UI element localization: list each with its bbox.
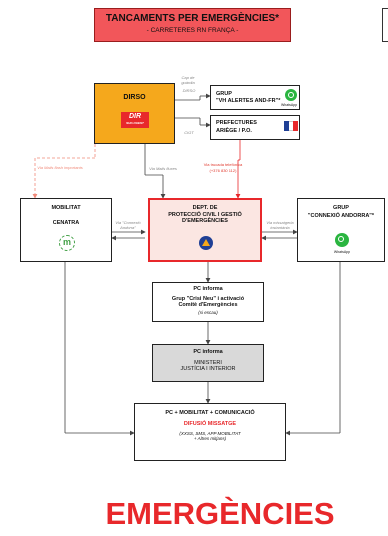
label-via-trucada-num: (+376 830 112) [209,168,237,173]
dept-line2: PROTECCIÓ CIVIL I GESTIÓ [168,211,242,218]
pc1-line1: Grup "Crisi Neu" i activació [171,295,245,302]
label-via-connexio: Via "Connexió Andorra" [115,220,141,230]
dirso-logo-sub: SUD-OUEST [126,121,144,125]
pc1-title: PC informa [193,286,223,292]
pc-informa-node: PC informa Grup "Crisi Neu" i activació … [152,282,264,322]
mobilitat-logo-icon: m [59,235,75,251]
dept-line1: DEPT. DE [192,205,218,211]
dept-line3: D'EMERGÈNCIES [182,218,228,224]
label-cap-guardia: Cap de guàrdia [181,75,195,85]
prefectures-node: PREFECTURES ARIÈGE / P.O. [210,115,300,140]
grup-andorra-node: GRUP "CONNEXIÓ ANDORRA"* WhatsApp [297,198,385,262]
pc1-note: (si escau) [198,309,218,315]
label-via-missatgeria: Via missatgeria instantània [266,220,294,230]
footer-title: EMERGÈNCIES [105,496,335,531]
pc3-highlight: DIFUSIÓ MISSATGE [183,420,237,427]
whatsapp-icon [335,233,349,247]
grup-andorra-line2: "CONNEXIÓ ANDORRA"* [307,212,375,219]
label-via-mails: Via Mails fluxes [149,166,177,171]
prefectures-line1: PREFECTURES [216,120,257,126]
pc2-line1: MINISTERI [194,359,222,366]
mobilitat-line2: CENATRA [52,219,80,226]
french-flag-icon [284,121,299,131]
label-cigt: CIGT [184,130,194,135]
pc2-line2: JUSTÍCIA I INTERIOR [180,366,236,372]
whatsapp-icon [285,89,297,101]
pc3-line2: + Altres mitjans) [193,436,227,441]
grup-vh-line1: GRUP [216,91,232,97]
pc2-title: PC informa [193,349,223,355]
label-via-trucada: Via trucada telefònica [203,162,243,167]
header-title: TANCAMENTS PER EMERGÈNCIES* [105,13,280,24]
dirso-logo: DIR SUD-OUEST [121,112,149,128]
pc-informa-ministeri-node: PC informa MINISTERI JUSTÍCIA I INTERIOR [152,344,264,382]
civil-protection-icon [199,236,213,250]
dirso-title: DIRSO [123,94,146,101]
header-subtitle: - CARRETERES RN FRANÇA - [146,27,239,34]
pc1-line2: Comitè d'Emergències [178,302,238,308]
pc3-line1: (XXSS, SMS, APP MOBILITAT [179,431,241,436]
label-via-mails-flash: Via Mails flash importants [37,165,83,170]
dept-node: DEPT. DE PROTECCIÓ CIVIL I GESTIÓ D'EMER… [148,198,262,262]
label-dirso: DIRSO [182,88,196,93]
grup-vh-node: GRUP "VH ALERTES AND-FR"* WhatsApp [210,85,300,110]
dirso-logo-text: DIR [128,113,142,120]
grup-andorra-app: WhatsApp [333,250,351,254]
corner-frame [382,8,388,42]
pc3-title: PC + MOBILITAT + COMUNICACIÓ [165,410,255,416]
dirso-node: DIRSO DIR SUD-OUEST [94,83,175,144]
prefectures-line2: ARIÈGE / P.O. [216,128,252,134]
header-banner: TANCAMENTS PER EMERGÈNCIES* - CARRETERES… [94,8,291,42]
mobilitat-line1: MOBILITAT [51,205,81,211]
grup-vh-line2: "VH ALERTES AND-FR"* [216,98,281,104]
grup-vh-app: WhatsApp [281,103,298,107]
difusio-node: PC + MOBILITAT + COMUNICACIÓ DIFUSIÓ MIS… [134,403,286,461]
grup-andorra-line1: GRUP [333,205,349,211]
mobilitat-node: MOBILITAT CENATRA m [20,198,112,262]
